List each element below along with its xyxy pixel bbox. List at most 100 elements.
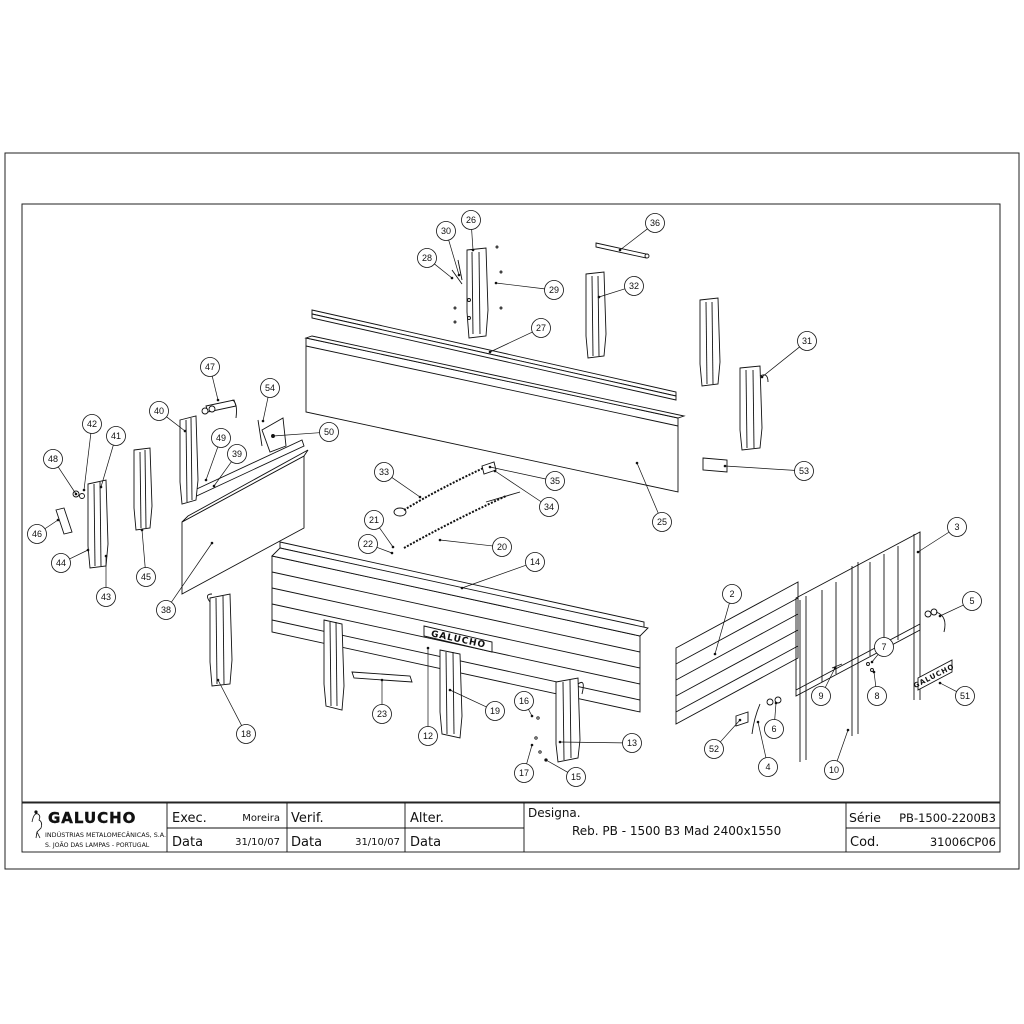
callout-number: 48 — [48, 454, 58, 464]
leader-line — [489, 466, 546, 480]
callout-10: 10 — [824, 728, 850, 780]
leader-dot — [418, 495, 422, 499]
leader-line — [720, 719, 741, 743]
callout-14: 14 — [460, 552, 545, 590]
leader-line — [439, 539, 493, 547]
part-5-hook — [924, 608, 946, 633]
callout-number: 4 — [765, 762, 770, 772]
callout-circle — [758, 757, 778, 777]
callout-number: 41 — [111, 431, 121, 441]
alter-label: Alter. — [410, 811, 444, 826]
leader-line — [379, 527, 394, 548]
leader-dot — [56, 518, 60, 522]
upper-right-stake — [699, 297, 721, 387]
callout-42: 42 — [82, 414, 102, 492]
callout-35: 35 — [488, 465, 565, 491]
callout-number: 30 — [441, 226, 451, 236]
leader-line — [598, 288, 626, 298]
part-13-stake — [534, 677, 584, 763]
leader-dot — [774, 701, 778, 705]
leader-line — [69, 549, 89, 560]
callout-number: 18 — [241, 729, 251, 739]
callout-circle — [358, 534, 378, 554]
callout-circle — [319, 422, 339, 442]
callout-circle — [156, 600, 176, 620]
callout-circle — [566, 767, 586, 787]
leader-line — [434, 263, 453, 279]
leader-line — [166, 416, 186, 432]
part-25-board — [304, 335, 686, 493]
leader-line — [171, 542, 213, 603]
callout-17: 17 — [514, 743, 534, 783]
cod-value: 31006CP06 — [930, 835, 996, 849]
part-12-stake — [323, 619, 345, 711]
leader-line — [489, 331, 533, 353]
callout-27: 27 — [488, 318, 551, 354]
callout-circle — [545, 471, 565, 491]
leader-dot — [74, 492, 78, 496]
leader-line — [939, 682, 957, 692]
serie-value: PB-1500-2200B3 — [899, 811, 996, 825]
callout-circle — [947, 517, 967, 537]
leader-line — [272, 432, 320, 437]
callout-number: 29 — [549, 285, 559, 295]
callout-number: 32 — [629, 281, 639, 291]
leader-dot — [86, 548, 90, 552]
leader-line — [211, 376, 219, 401]
callout-circle — [260, 378, 280, 398]
callout-number: 35 — [550, 476, 560, 486]
leader-line — [873, 671, 877, 687]
callout-circle — [461, 210, 481, 230]
callout-22: 22 — [358, 534, 394, 555]
leader-line — [545, 759, 568, 773]
callout-number: 10 — [829, 765, 839, 775]
callout-number: 19 — [490, 706, 500, 716]
callout-number: 8 — [874, 691, 879, 701]
callout-circle — [525, 552, 545, 572]
leader-line — [449, 689, 487, 708]
leader-dot — [140, 528, 144, 532]
part-50-bracket — [257, 417, 287, 453]
callout-circle — [531, 318, 551, 338]
callout-number: 40 — [154, 406, 164, 416]
callout-circle — [227, 444, 247, 464]
exec-date: 31/10/07 — [235, 837, 280, 848]
callout-number: 26 — [466, 215, 476, 225]
exec-value: Moreira — [242, 813, 280, 824]
leader-dot — [938, 614, 942, 618]
callout-circle — [149, 401, 169, 421]
callout-circle — [374, 462, 394, 482]
callout-circle — [955, 686, 975, 706]
callout-circle — [962, 591, 982, 611]
leader-dot — [204, 478, 208, 482]
leader-dot — [558, 740, 562, 744]
callout-number: 16 — [519, 696, 529, 706]
rear-panel — [271, 547, 649, 713]
leader-line — [44, 519, 59, 530]
leader-dot — [104, 554, 108, 558]
leader-dot — [713, 652, 717, 656]
leader-line — [141, 529, 146, 568]
callout-circle — [27, 524, 47, 544]
verif-date-label: Data — [291, 835, 322, 850]
leader-dot — [261, 419, 265, 423]
callout-circle — [236, 724, 256, 744]
callout-circle — [624, 276, 644, 296]
leader-dot — [450, 276, 454, 280]
callout-number: 54 — [265, 383, 275, 393]
leader-dot — [618, 248, 622, 252]
part-40-stake — [179, 415, 199, 505]
callout-number: 22 — [363, 539, 373, 549]
callout-number: 27 — [536, 323, 546, 333]
callout-number: 9 — [818, 691, 823, 701]
part-23-handle — [351, 671, 413, 683]
callout-20: 20 — [438, 537, 512, 557]
callout-circle — [794, 461, 814, 481]
callout-15: 15 — [544, 758, 586, 787]
leader-dot — [391, 545, 395, 549]
leader-line — [619, 228, 648, 251]
callout-number: 6 — [771, 724, 776, 734]
designa-label: Designa. — [528, 806, 581, 820]
leader-line — [774, 702, 777, 720]
leader-line — [871, 654, 879, 663]
